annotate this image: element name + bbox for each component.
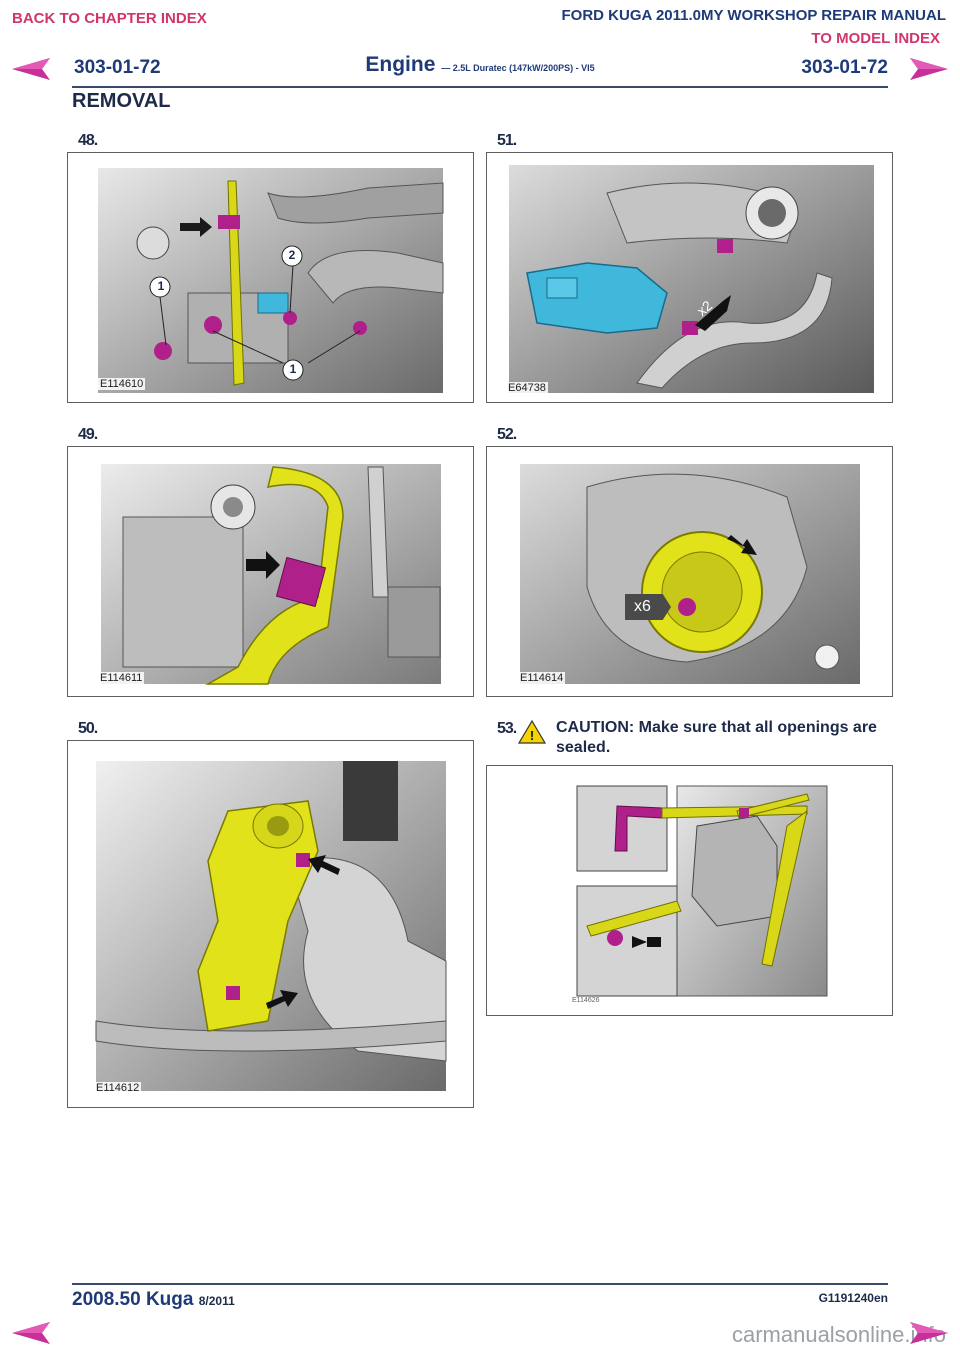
callout-1-left: 1	[157, 279, 165, 293]
to-model-index-link[interactable]: TO MODEL INDEX	[811, 30, 940, 47]
page-code-right: 303-01-72	[801, 57, 888, 78]
figure-e114610	[67, 152, 474, 403]
step-number-52: 52.	[497, 426, 517, 443]
section-title: REMOVAL	[72, 90, 171, 112]
step-number-50: 50.	[78, 720, 98, 737]
step-number-53: 53.	[497, 720, 517, 737]
caution-triangle-icon: !	[517, 719, 547, 744]
next-page-arrow-icon[interactable]	[910, 58, 948, 80]
callout-2: 2	[288, 248, 296, 262]
caution-note: ! CAUTION: Make sure that all openings a…	[517, 718, 888, 758]
figure-e114626	[486, 765, 893, 1016]
footer-model: 2008.50 Kuga 8/2011	[72, 1289, 235, 1311]
figure-code-e64738: E64738	[506, 382, 548, 394]
prev-page-bottom-arrow-icon[interactable]	[12, 1322, 50, 1344]
callout-x6-badge	[625, 594, 671, 620]
watermark: carmanualsonline.info	[731, 1322, 946, 1347]
prev-page-arrow-icon[interactable]	[12, 58, 50, 80]
step-number-48: 48.	[78, 132, 98, 149]
figure-code-e114610: E114610	[98, 378, 146, 390]
chapter-title: Engine — 2.5L Duratec (147kW/200PS) - VI…	[365, 53, 594, 77]
figure-e114612	[67, 740, 474, 1108]
chapter-name: Engine	[365, 53, 436, 76]
next-page-bottom-arrow-icon[interactable]	[910, 1322, 948, 1344]
header-divider	[72, 86, 888, 88]
footer-model-name: 2008.50 Kuga	[72, 1289, 194, 1310]
step-number-49: 49.	[78, 426, 98, 443]
page-code-left: 303-01-72	[74, 57, 161, 78]
figure-e114611	[67, 446, 474, 697]
caution-text: CAUTION: Make sure that all openings are…	[556, 719, 877, 756]
footer-divider	[72, 1283, 888, 1285]
figure-e114614	[486, 446, 893, 697]
callout-x6: x6	[634, 598, 651, 615]
figure-code-e114626: E114626	[572, 997, 600, 1004]
figure-code-e114611: E114611	[98, 672, 145, 684]
footer-date: 8/2011	[198, 1294, 235, 1308]
figure-code-e114614: E114614	[518, 672, 566, 684]
figure-code-e114612: E114612	[94, 1082, 142, 1094]
callout-1-bottom: 1	[289, 362, 297, 376]
back-to-chapter-index-link[interactable]: BACK TO CHAPTER INDEX	[12, 10, 207, 27]
step-number-51: 51.	[497, 132, 517, 149]
figure-e64738	[486, 152, 893, 403]
svg-text:!: !	[530, 728, 534, 743]
footer-document-code: G1191240en	[818, 1291, 888, 1305]
manual-title: FORD KUGA 2011.0MY WORKSHOP REPAIR MANUA…	[561, 7, 947, 24]
chapter-subtitle: — 2.5L Duratec (147kW/200PS) - VI5	[441, 63, 595, 73]
